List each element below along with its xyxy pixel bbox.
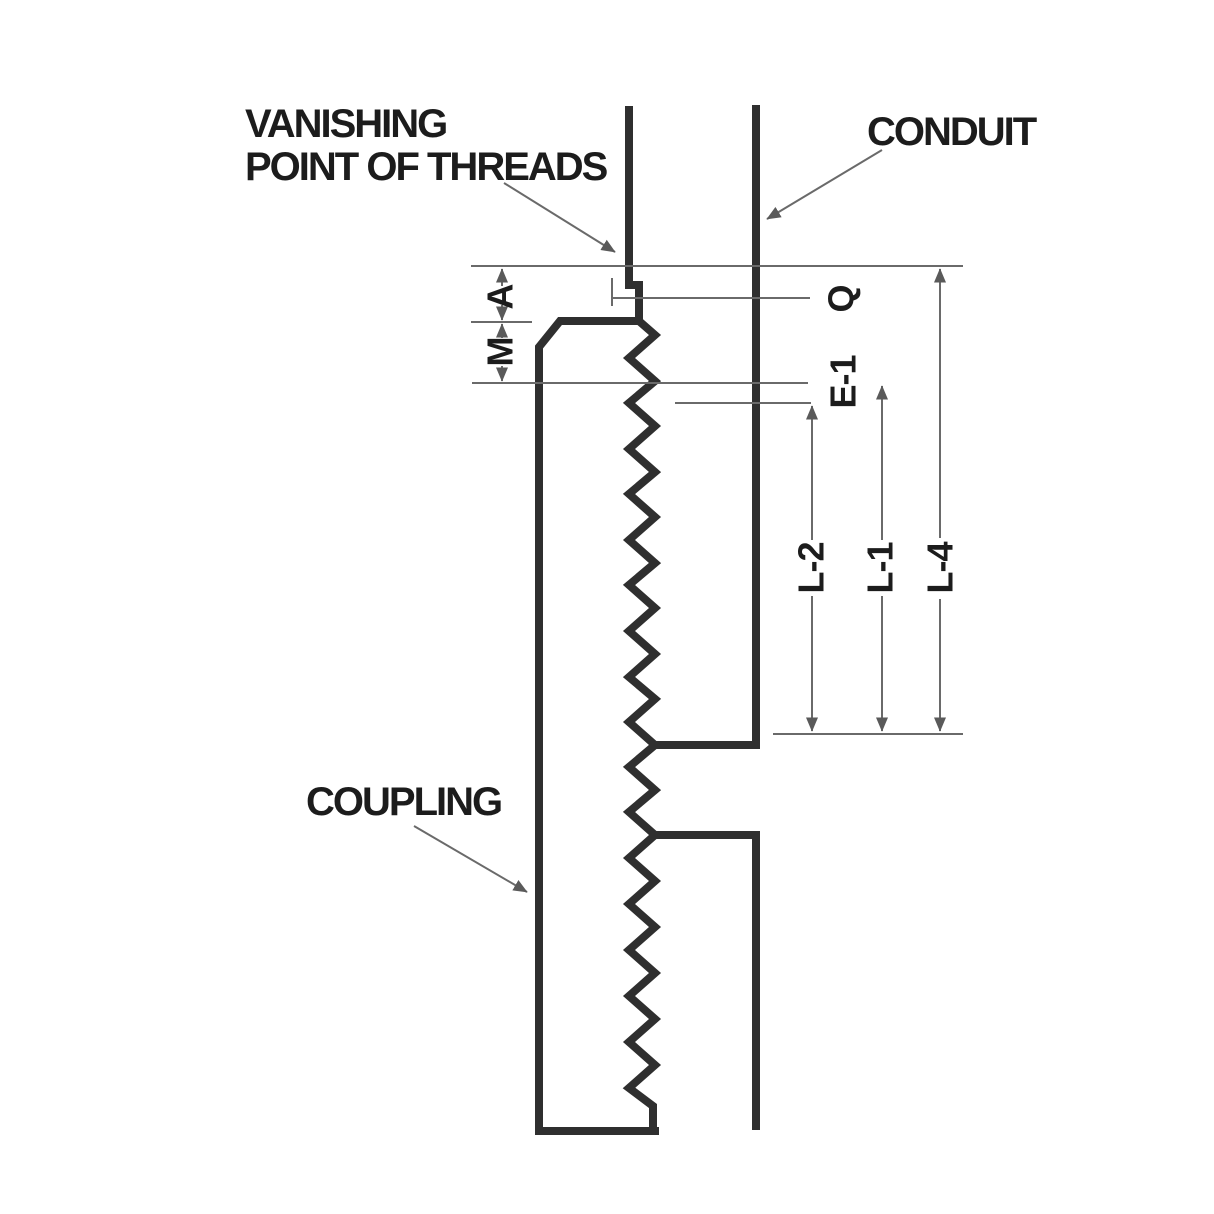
dim-l2-label: L-2 [791,543,832,594]
dim-l1-label: L-1 [860,542,901,594]
conduit-left-wall [625,106,643,325]
coupling-leader [413,825,528,893]
dim-a-label: A [480,284,521,310]
dim-e1-label: E-1 [823,355,864,409]
conduit-lower-wall [653,831,760,1130]
conduit-leader [766,149,883,220]
coupling-outline [535,317,659,1135]
vanishing-point-label-line1: VANISHING [245,102,446,146]
vanishing-point-label-line2: POINT OF THREADS [245,145,608,189]
conduit-upper-wall [653,105,760,749]
thread-zigzag [622,315,662,1135]
vanishing-point-leader [503,182,616,253]
dim-m-label: M [480,338,521,367]
coupling-label: COUPLING [306,780,501,824]
conduit-label: CONDUIT [867,110,1037,154]
dim-l4-label: L-4 [920,542,961,594]
dim-q-label: Q [821,285,862,312]
